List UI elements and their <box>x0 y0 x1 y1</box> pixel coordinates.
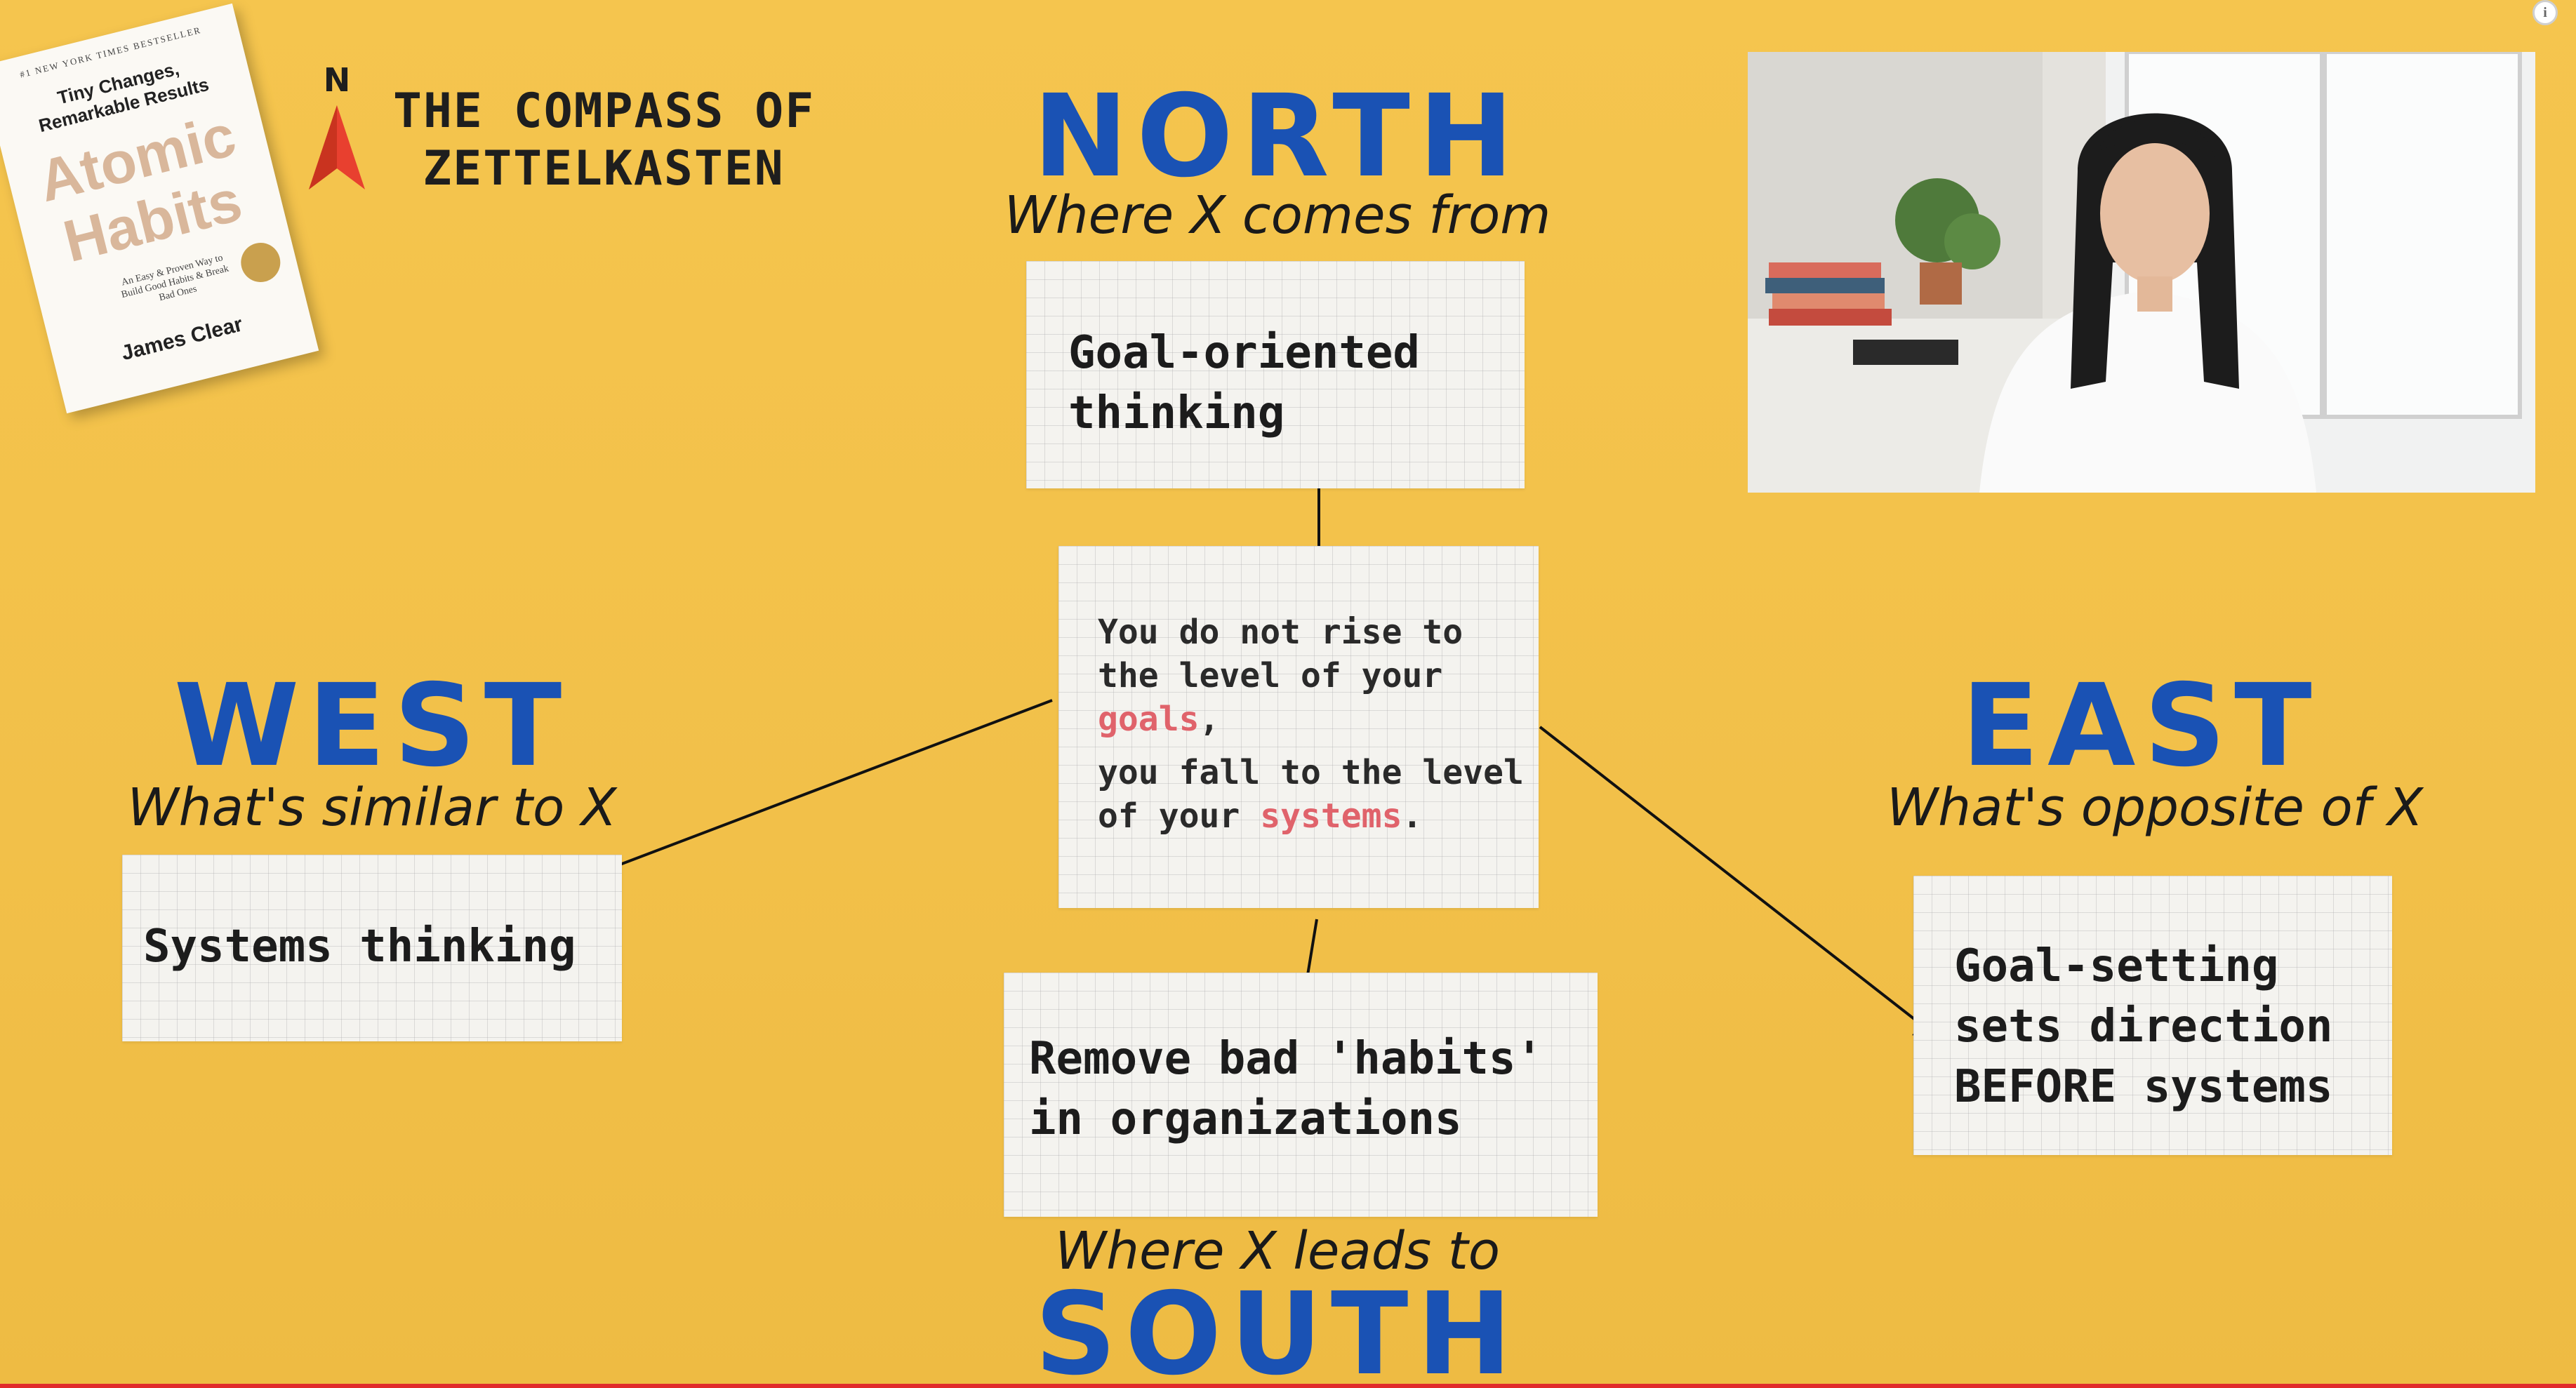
brand-title-line1: THE COMPASS OF <box>393 84 816 139</box>
center-quote-line3: goals, <box>1098 698 1524 741</box>
east-card: Goal-setting sets direction BEFORE syste… <box>1913 876 2392 1155</box>
center-quote-line4: you fall to the level <box>1098 753 1524 792</box>
center-quote-line5: of your systems. <box>1098 794 1524 838</box>
presenter-video <box>1748 52 2535 493</box>
highlight-systems: systems <box>1260 796 1402 836</box>
west-card: Systems thinking <box>122 855 622 1041</box>
east-card-text: Goal-setting sets direction BEFORE syste… <box>1954 936 2332 1117</box>
compass-letter: N <box>324 63 351 99</box>
center-quote-line2: the level of your <box>1098 656 1443 695</box>
progress-bar-line <box>0 1384 2576 1388</box>
north-subtitle: Where X comes from <box>1004 185 1551 246</box>
north-card: Goal-oriented thinking <box>1026 261 1525 488</box>
north-card-text: Goal-oriented thinking <box>1068 323 1420 443</box>
south-heading: SOUTH <box>1034 1279 1521 1384</box>
book-seal-icon <box>237 239 285 286</box>
center-quote-line3-rest: , <box>1199 700 1220 739</box>
east-heading: EAST <box>1961 660 2321 792</box>
east-subtitle: What's opposite of X <box>1886 778 2424 838</box>
south-card-line2: in organizations <box>1029 1093 1462 1145</box>
south-card-line1: Remove bad 'habits' <box>1029 1033 1543 1085</box>
south-card: Remove bad 'habits' in organizations <box>1004 973 1598 1217</box>
presenter-video-frame <box>1748 52 2535 493</box>
east-card-line3: BEFORE systems <box>1954 1061 2333 1113</box>
north-card-line1: Goal-oriented <box>1068 327 1420 379</box>
west-heading: WEST <box>173 660 571 792</box>
east-card-line2: sets direction <box>1954 1001 2333 1053</box>
north-heading: NORTH <box>1033 71 1522 203</box>
north-card-line2: thinking <box>1068 387 1285 439</box>
south-card-text: Remove bad 'habits' in organizations <box>1029 1029 1543 1149</box>
center-quote-line1: You do not rise to <box>1098 613 1463 652</box>
west-card-text: Systems thinking <box>143 921 576 973</box>
center-quote-line5-pre: of your <box>1098 796 1261 836</box>
highlight-goals: goals <box>1098 700 1200 739</box>
south-subtitle: Where X leads to <box>1054 1221 1501 1281</box>
compass-needle-icon: N <box>309 63 365 189</box>
brand-title: THE COMPASS OF ZETTELKASTEN <box>393 83 814 198</box>
center-quote: You do not rise to the level of your goa… <box>1098 610 1524 838</box>
west-subtitle: What's similar to X <box>127 778 617 838</box>
center-card: You do not rise to the level of your goa… <box>1058 546 1539 908</box>
compass-needle-shade <box>309 105 337 189</box>
east-card-line1: Goal-setting <box>1954 940 2279 992</box>
center-quote-line5-post: . <box>1402 796 1423 836</box>
info-icon[interactable]: i <box>2532 0 2558 25</box>
brand-title-line2: ZETTELKASTEN <box>423 141 785 196</box>
